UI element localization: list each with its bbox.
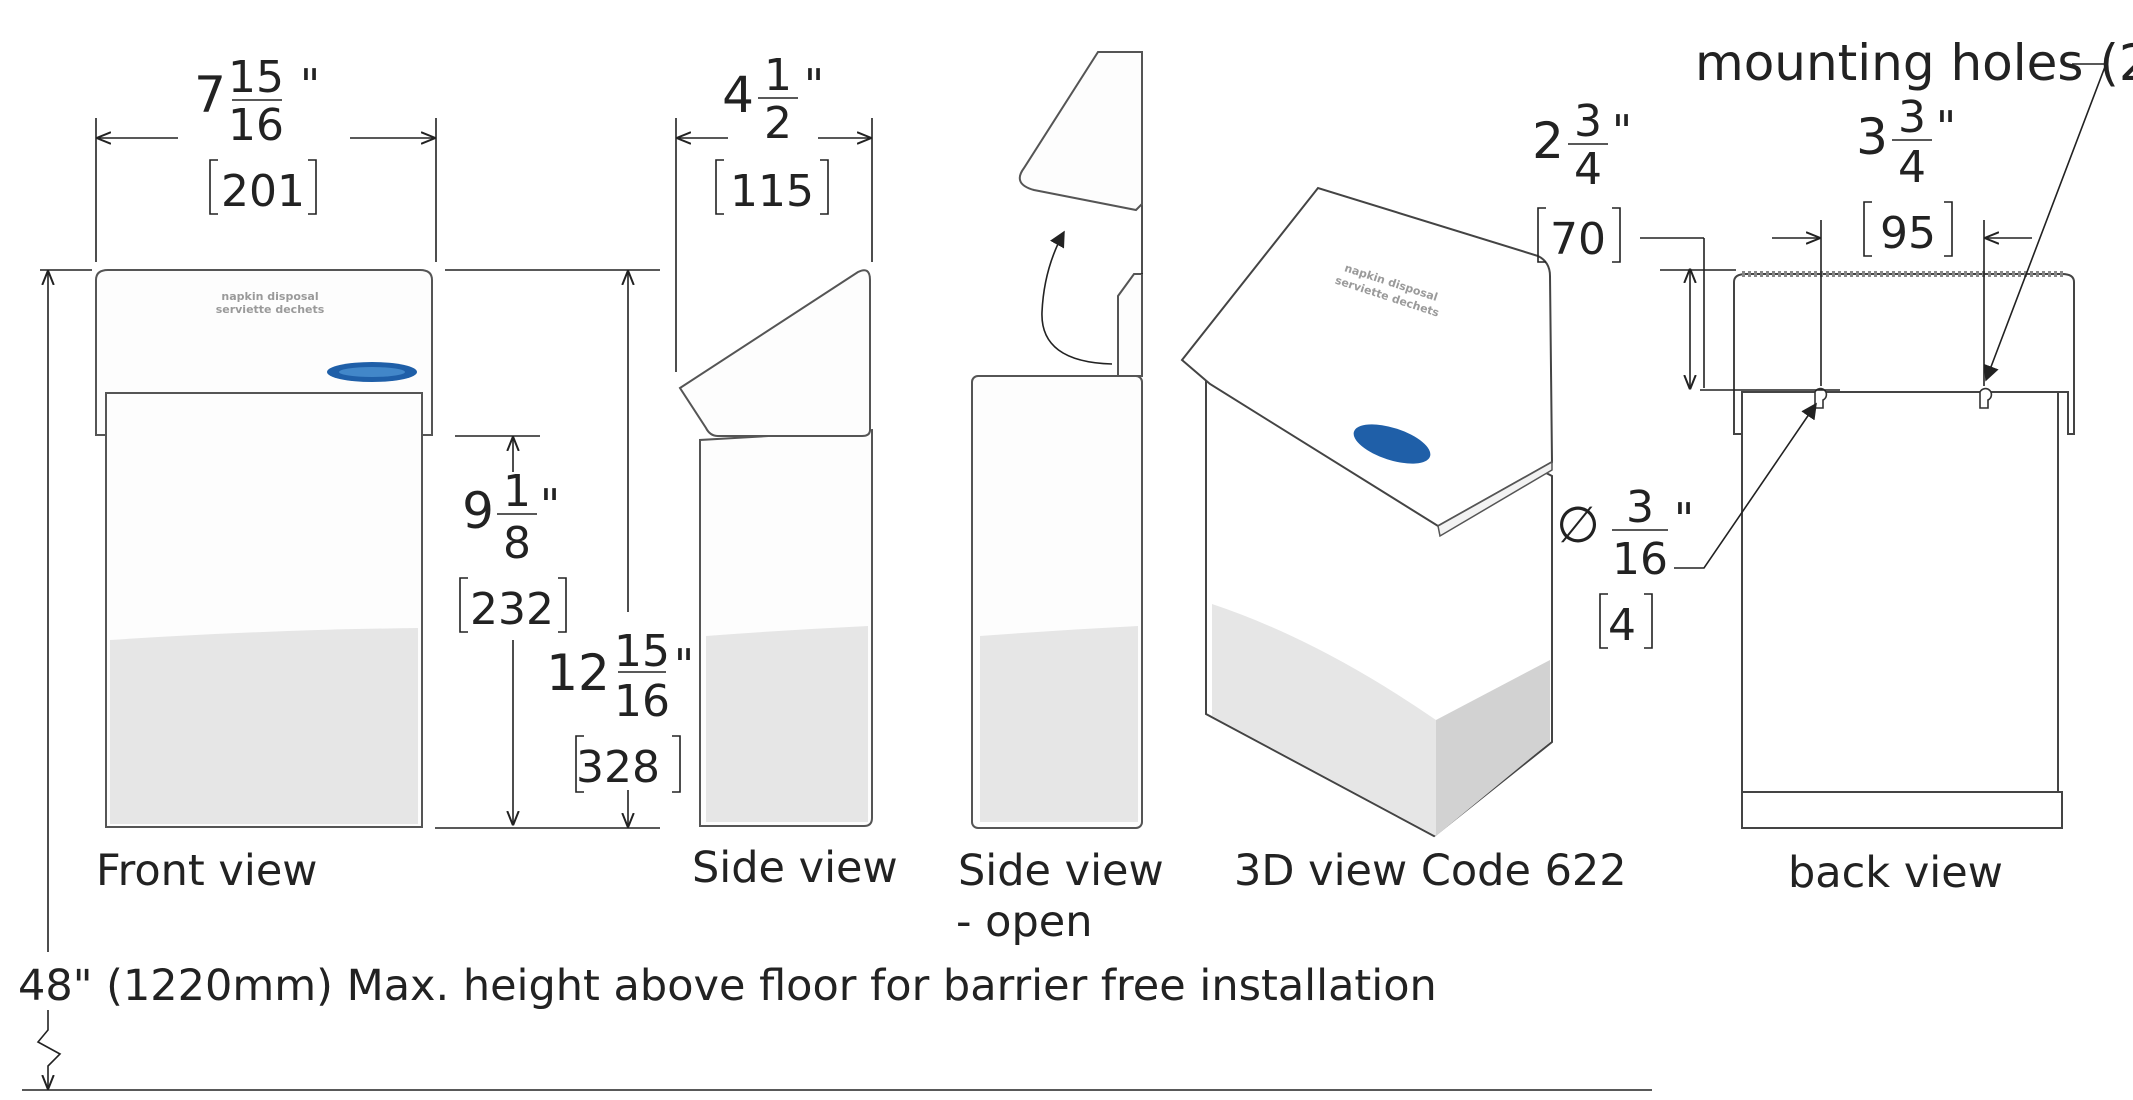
inner-height-unit: " [540,480,560,531]
hole-spacing-num: 3 [1898,92,1926,143]
3d-view: napkin disposal serviette dechets [1180,186,1554,838]
back-view-label: back view [1788,848,2003,898]
back-view [1733,271,2075,829]
hole-spacing-mm: 95 [1880,208,1936,259]
3d-sensor-logo [1353,424,1431,464]
front-width-dimension: 7 15 16 " 201 [95,52,437,262]
total-height-dimension: 12 15 16 " 328 [435,269,694,829]
side-width-unit: " [804,60,824,111]
side-view-open-label-line2: - open [956,897,1093,947]
mounting-holes-label: mounting holes (2) [1695,34,2133,92]
top-offset-whole: 2 [1532,112,1564,170]
inner-height-dimension: 9 1 8 " 232 [455,435,567,824]
top-offset-den: 4 [1574,144,1602,195]
floor-height-note: 48" (1220mm) Max. height above floor for… [18,961,1437,1011]
top-offset-num: 3 [1574,96,1602,147]
top-offset-dimension: 2 3 4 " 70 [1532,96,1840,391]
side-view [678,269,873,827]
hole-diameter-unit: " [1674,494,1694,545]
front-width-unit: " [300,60,320,111]
side-view-label: Side view [692,843,898,893]
hole-diameter-mm: 4 [1608,600,1636,651]
total-height-num: 15 [614,626,670,677]
front-width-whole: 7 [194,66,226,124]
inner-height-whole: 9 [462,482,494,540]
hole-spacing-unit: " [1936,102,1956,153]
hole-diameter-den: 16 [1612,534,1668,585]
hole-diameter-num: 3 [1626,482,1654,533]
total-height-den: 16 [614,676,670,727]
side-width-whole: 4 [722,66,754,124]
side-view-open-label-line1: Side view [958,846,1164,896]
side-width-den: 2 [764,98,792,149]
inner-height-num: 1 [503,466,531,517]
hole-spacing-dimension: 3 3 4 " 95 [1772,92,2032,386]
max-height-dimension [22,269,1652,1091]
hole-spacing-whole: 3 [1856,108,1888,166]
front-width-mm: 201 [221,166,305,217]
3d-view-label: 3D view Code 622 [1234,846,1627,896]
inner-height-den: 8 [503,518,531,569]
mounting-holes-callout: mounting holes (2) [1695,34,2133,382]
side-view-open [971,51,1143,829]
top-offset-mm: 70 [1550,214,1606,265]
hole-diameter-dimension: ∅ 3 16 " 4 [1556,402,1817,651]
front-width-den: 16 [228,100,284,151]
top-offset-unit: " [1612,106,1632,157]
front-width-num: 15 [228,52,284,103]
inner-height-mm: 232 [470,584,554,635]
front-view-label: Front view [96,846,317,896]
total-height-whole: 12 [546,644,610,702]
side-width-num: 1 [764,50,792,101]
front-print-line1: napkin disposal [221,290,318,303]
hole-diameter-symbol: ∅ [1556,496,1600,554]
side-width-mm: 115 [730,166,814,217]
front-view: napkin disposal serviette dechets [95,269,433,828]
hole-spacing-den: 4 [1898,142,1926,193]
total-height-unit: " [674,640,694,691]
front-print-line2: serviette dechets [216,303,325,316]
total-height-mm: 328 [576,742,660,793]
side-width-dimension: 4 1 2 " 115 [675,50,873,372]
